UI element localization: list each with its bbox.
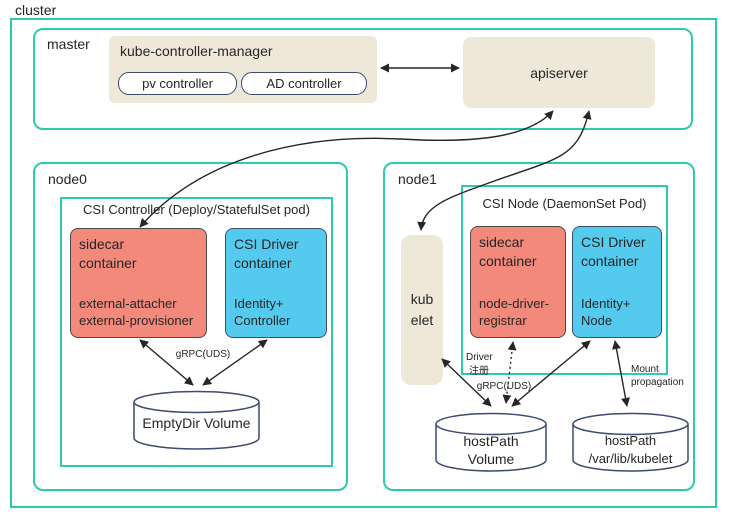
node1-csi-driver-container-box: CSI Driver container Identity+ Node <box>572 226 662 338</box>
apiserver-label: apiserver <box>530 64 588 81</box>
hostpath-volume-cylinder: hostPath Volume <box>435 412 547 472</box>
cluster-box <box>10 18 717 508</box>
emptydir-volume-cylinder: EmptyDir Volume <box>133 390 260 450</box>
kube-controller-manager-box: kube-controller-manager pv controller AD… <box>109 36 377 103</box>
node1-csi-driver-items: Identity+ Node <box>581 296 631 328</box>
node0-csi-driver-items: Identity+ Controller <box>234 296 291 328</box>
cylinder-shape <box>435 412 547 472</box>
node0-sidecar-title: sidecar container <box>79 236 137 271</box>
pv-controller-pill: pv controller <box>118 72 237 95</box>
node1-csi-driver-title: CSI Driver container <box>581 234 646 269</box>
cluster-label: cluster <box>13 2 59 18</box>
node0-csi-driver-title: CSI Driver container <box>234 236 299 271</box>
mount-propagation-label: Mount propagation <box>631 364 684 388</box>
node0-sidecar-items: external-attacher external-provisioner <box>79 296 194 328</box>
csi-node-pod-title: CSI Node (DaemonSet Pod) <box>482 196 647 211</box>
hostpath-volume-label: hostPath Volume <box>463 433 519 467</box>
pv-controller-label: pv controller <box>142 76 213 91</box>
node1-grpc-uds-label: gRPC(UDS) <box>476 381 532 392</box>
driver-register-label: Driver 注册 <box>466 352 493 377</box>
node1-label: node1 <box>398 171 437 187</box>
node0-sidecar-container-box: sidecar container external-attacher exte… <box>70 228 207 338</box>
ad-controller-label: AD controller <box>266 76 342 91</box>
node0-csi-driver-container-box: CSI Driver container Identity+ Controlle… <box>225 228 327 338</box>
node0-grpc-uds-label: gRPC(UDS) <box>175 349 231 360</box>
apiserver-box: apiserver <box>463 37 655 108</box>
kubelet-box: kub elet <box>401 235 443 385</box>
hostpath-kubelet-label: hostPath /var/lib/kubelet <box>588 433 673 466</box>
node0-label: node0 <box>48 171 87 187</box>
kube-controller-manager-title: kube-controller-manager <box>120 43 273 59</box>
kubelet-label: kub elet <box>410 291 434 328</box>
cylinder-shape <box>133 390 260 450</box>
csi-controller-pod-title: CSI Controller (Deploy/StatefulSet pod) <box>83 202 310 217</box>
hostpath-kubelet-cylinder: hostPath /var/lib/kubelet <box>572 412 689 472</box>
ad-controller-pill: AD controller <box>241 72 367 95</box>
node1-sidecar-title: sidecar container <box>479 234 537 269</box>
master-label: master <box>47 36 90 52</box>
cylinder-shape <box>572 412 689 472</box>
emptydir-volume-label: EmptyDir Volume <box>142 415 251 431</box>
node1-sidecar-items: node-driver- registrar <box>479 296 550 328</box>
node1-sidecar-container-box: sidecar container node-driver- registrar <box>470 226 566 338</box>
